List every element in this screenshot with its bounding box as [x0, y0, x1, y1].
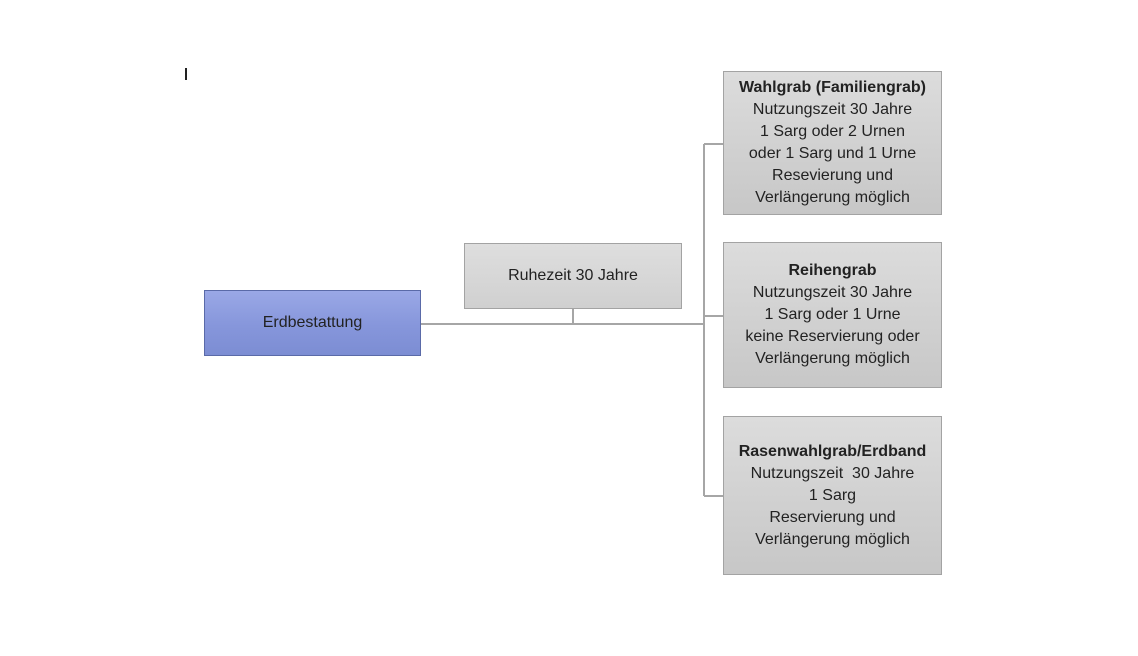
child-node-line: Verlängerung möglich — [755, 530, 910, 548]
child-node-title: Wahlgrab (Familiengrab) — [739, 79, 926, 96]
child-node-line: 1 Sarg oder 2 Urnen — [760, 123, 905, 140]
child-node-line: Reservierung und — [769, 508, 896, 526]
child-node-line: Nutzungszeit 30 Jahre — [752, 101, 913, 118]
root-node-erdbestattung: Erdbestattung — [204, 290, 421, 356]
child-node-wahlgrab: Wahlgrab (Familiengrab) Nutzungszeit 30 … — [723, 71, 942, 215]
root-node-label: Erdbestattung — [262, 314, 363, 331]
text-cursor — [185, 68, 187, 80]
child-node-rasenwahlgrab: Rasenwahlgrab/Erdband Nutzungszeit 30 Ja… — [723, 416, 942, 575]
child-node-line: 1 Sarg oder 1 Urne — [764, 306, 901, 323]
child-node-line: keine Reservierung oder — [745, 328, 920, 345]
child-node-line: Nutzungszeit 30 Jahre — [752, 284, 913, 301]
assistant-node-label: Ruhezeit 30 Jahre — [508, 267, 638, 284]
child-node-line: Resevierung und — [772, 167, 893, 184]
child-node-line: Nutzungszeit 30 Jahre — [750, 464, 915, 482]
child-node-line: Verlängerung möglich — [755, 189, 910, 206]
child-node-title: Rasenwahlgrab/Erdband — [738, 442, 927, 460]
assistant-node-ruhezeit: Ruhezeit 30 Jahre — [464, 243, 682, 309]
child-node-line: oder 1 Sarg und 1 Urne — [748, 145, 917, 162]
child-node-line: 1 Sarg — [808, 486, 857, 504]
child-node-line: Verlängerung möglich — [755, 350, 910, 367]
child-node-title: Reihengrab — [788, 262, 877, 279]
child-node-reihengrab: Reihengrab Nutzungszeit 30 Jahre 1 Sarg … — [723, 242, 942, 388]
